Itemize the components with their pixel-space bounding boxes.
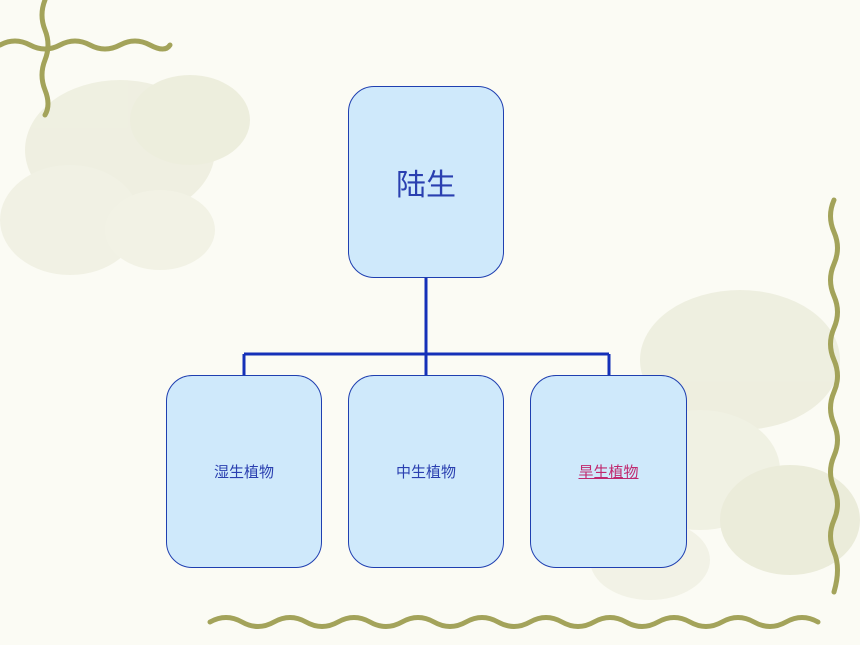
child-node-label: 中生植物: [395, 463, 456, 481]
root-node-label: 陆生: [396, 168, 456, 203]
vine-border-decoration: [0, 0, 840, 629]
child-node-label: 湿生植物: [213, 463, 274, 481]
child-node-mesic-plants: 中生植物: [348, 375, 504, 568]
root-node: 陆生: [348, 86, 504, 278]
child-node-wet-plants: 湿生植物: [166, 375, 322, 568]
child-node-dry-plants: 旱生植物: [530, 375, 687, 568]
dry-plants-link[interactable]: 旱生植物: [578, 463, 639, 481]
